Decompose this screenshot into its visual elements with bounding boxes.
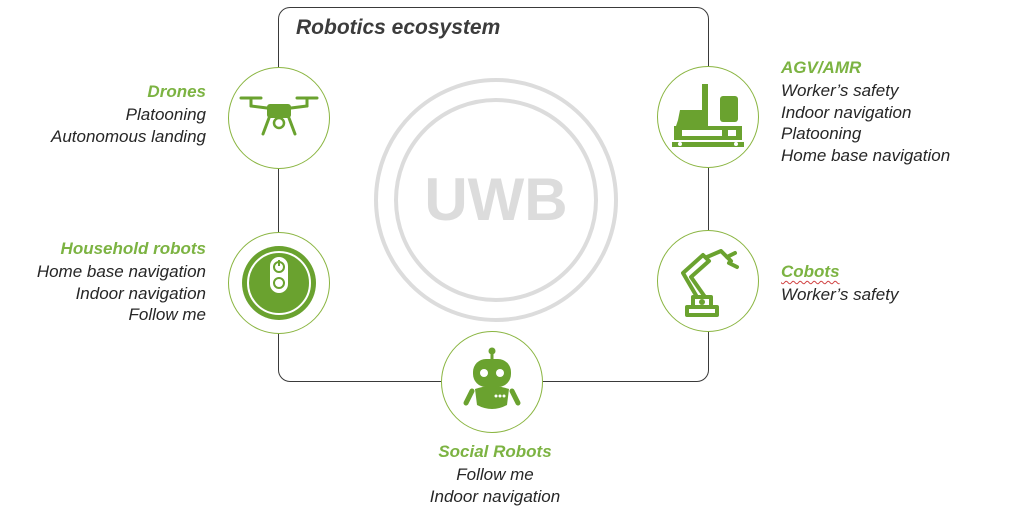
agv-item: Worker’s safety [781, 81, 899, 100]
social-node [441, 331, 543, 433]
agv-item: Home base navigation [781, 145, 951, 165]
cobots-node [657, 230, 759, 332]
household-item: Follow me [128, 305, 206, 324]
cobots-label: Cobots Worker’s safety [781, 260, 898, 306]
social-item: Indoor navigation [429, 486, 561, 506]
uwb-logo: UWB [374, 78, 618, 322]
drones-title: Drones [147, 82, 206, 101]
social-robot-icon [463, 347, 521, 409]
household-title: Household robots [60, 239, 206, 258]
social-label: Social Robots Follow me Indoor navigatio… [395, 440, 595, 507]
agv-item: Indoor navigation [781, 102, 912, 122]
robotic-arm-icon [681, 249, 739, 317]
drones-item: Platooning [125, 105, 206, 124]
drones-label: Drones Platooning Autonomous landing [51, 80, 206, 147]
household-label: Household robots Home base navigation In… [37, 237, 206, 326]
agv-node [657, 66, 759, 168]
social-title: Social Robots [438, 442, 552, 461]
agv-icon [672, 84, 744, 147]
household-item: Indoor navigation [75, 283, 206, 303]
drone-icon [239, 96, 319, 136]
diagram-title: Robotics ecosystem [296, 16, 501, 39]
social-item: Follow me [456, 465, 534, 484]
agv-label: AGV/AMR Worker’s safety Indoor navigatio… [781, 56, 950, 166]
agv-item: Platooning [781, 124, 862, 143]
household-node [228, 232, 330, 334]
cobots-title: Cobots [781, 262, 840, 281]
cobots-item: Worker’s safety [781, 285, 899, 304]
household-item: Home base navigation [36, 262, 206, 281]
agv-title: AGV/AMR [781, 58, 862, 77]
drones-node [228, 67, 330, 169]
robot-vacuum-icon [242, 246, 316, 320]
drones-item: Autonomous landing [50, 126, 206, 146]
uwb-logo-text: UWB [424, 166, 567, 233]
